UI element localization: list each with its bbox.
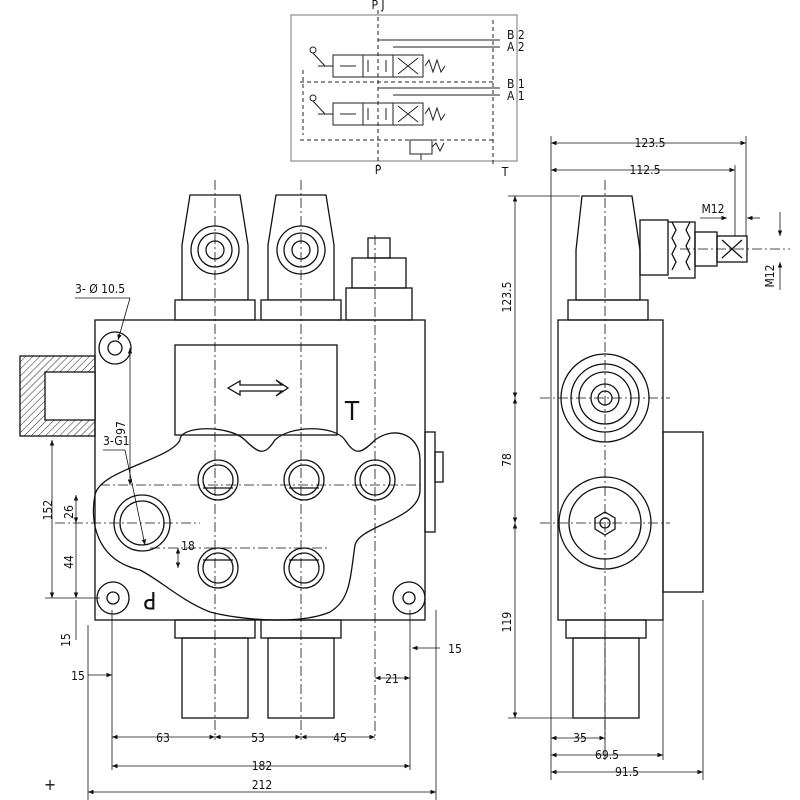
relief-valve-symbol (409, 139, 445, 160)
dim-119: 119 (500, 612, 514, 633)
dim-123-5-top: 123.5 (635, 136, 666, 150)
dim-15-left: 15 (59, 633, 73, 647)
side-port-boss (662, 431, 704, 593)
schematic-port-t-label: T (501, 165, 509, 179)
schematic-port-b1-label: B 1 (507, 77, 525, 91)
dim-53: 53 (251, 731, 265, 745)
dim-212: 212 (252, 778, 273, 792)
right-boss (424, 431, 436, 533)
dim-35: 35 (573, 731, 587, 745)
side-view (557, 195, 748, 719)
dim-123-5-left: 123.5 (500, 282, 514, 313)
flow-arrow (226, 379, 290, 397)
mount-hole-top (98, 331, 132, 365)
spool-1-symbol (309, 87, 500, 126)
front-label-p: P (143, 586, 156, 614)
dim-78: 78 (500, 453, 514, 467)
spool-2-symbol (309, 39, 500, 78)
port-a1 (197, 547, 239, 589)
dim-44: 44 (62, 555, 76, 569)
port-plate-outline (92, 428, 421, 621)
corner-registration-mark: + (44, 775, 56, 794)
mount-hole-bottom-right (392, 581, 426, 615)
relief-valve-cap (345, 237, 413, 321)
side-spool-housing-bottom (565, 619, 647, 719)
hole-note: 3- Ø 10.5 (75, 282, 125, 296)
valve-body-outline (94, 319, 426, 621)
dim-15-bottom: 15 (71, 669, 85, 683)
dim-21: 21 (385, 672, 399, 686)
front-dimensions (45, 297, 440, 800)
port-a2 (197, 459, 239, 501)
schematic-port-a2-label: A 2 (507, 40, 525, 54)
schematic-top-label: P J (371, 0, 384, 12)
port-b2 (283, 459, 325, 501)
dim-152: 152 (41, 500, 55, 521)
front-centerlines (55, 180, 420, 740)
dim-112-5: 112.5 (630, 163, 661, 177)
schematic-port-b2-label: B 2 (507, 28, 525, 42)
dim-63: 63 (156, 731, 170, 745)
side-dimension-labels: 123.5 112.5 M12 M12 123.5 78 119 35 69.5… (500, 136, 777, 779)
dim-18: 18 (181, 539, 195, 553)
body-recess (174, 344, 338, 436)
thread-m12-horizontal: M12 (701, 202, 724, 216)
dim-91-5: 91.5 (615, 765, 639, 779)
side-dimensions (508, 136, 783, 780)
dim-182: 182 (252, 759, 273, 773)
dim-15-right: 15 (448, 642, 462, 656)
front-dimension-labels: 97 152 26 44 15 18 15 15 21 63 53 45 182… (41, 421, 462, 792)
dim-97: 97 (114, 421, 128, 435)
front-label-t: T (344, 397, 360, 427)
schematic-port-a1-label: A 1 (507, 89, 525, 103)
mount-hole-bottom-left (96, 581, 130, 615)
hydraulic-schematic (290, 10, 518, 165)
port-b1 (283, 547, 325, 589)
right-boss-plug (434, 451, 444, 483)
dim-45: 45 (333, 731, 347, 745)
dim-69-5: 69.5 (595, 748, 619, 762)
dim-26: 26 (62, 505, 76, 519)
inlet-flange-section (19, 355, 96, 437)
thread-m12-vertical: M12 (763, 264, 777, 287)
side-centerlines (540, 180, 790, 740)
front-view (19, 194, 444, 719)
thread-note: 3-G1 (103, 434, 129, 448)
schematic-port-p-label: P (375, 163, 382, 177)
side-spool-cap (567, 195, 649, 321)
